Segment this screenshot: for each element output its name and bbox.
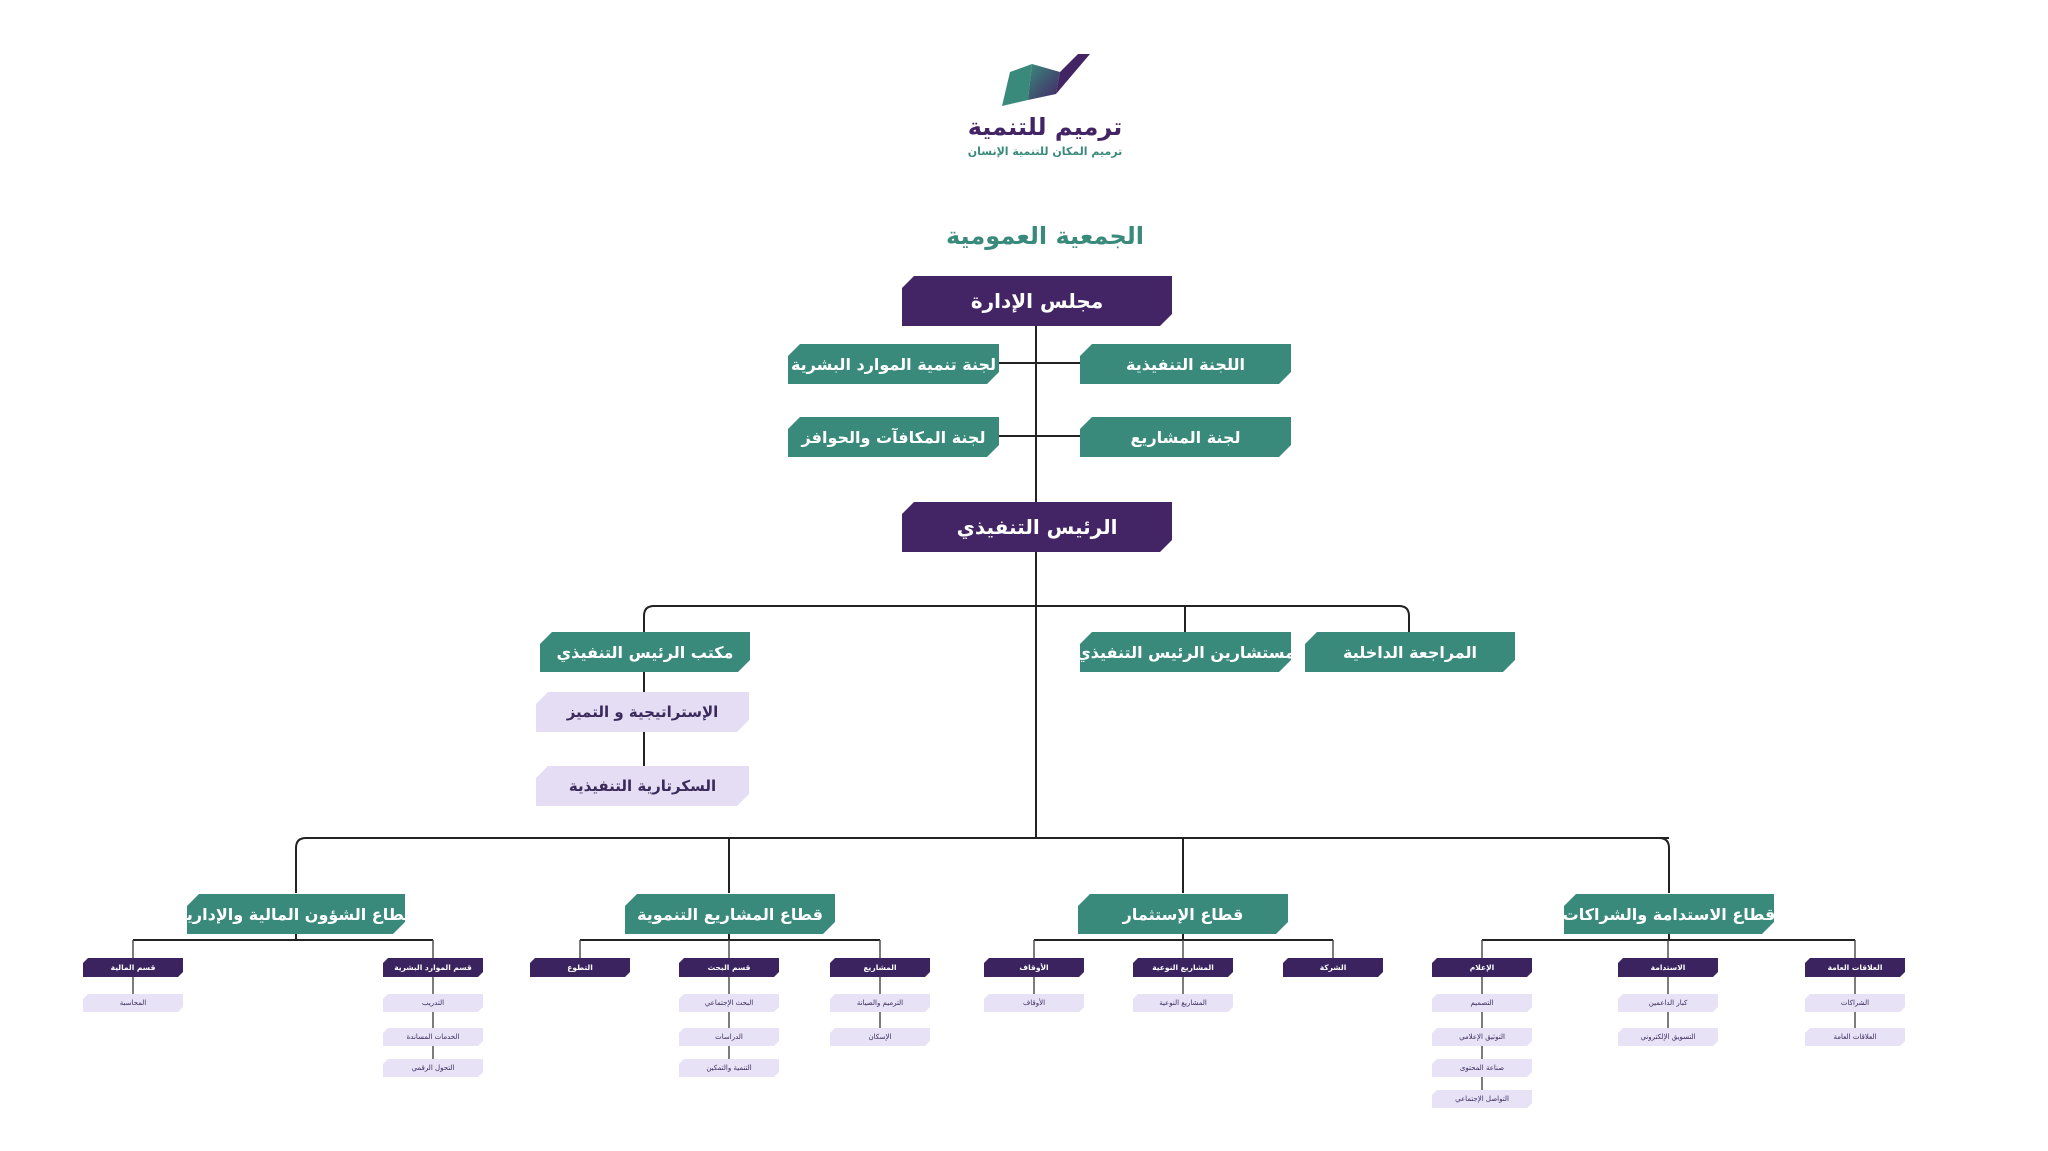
sub-housing: الإسكان: [830, 1028, 930, 1046]
hr-development-committee: لجنة تنمية الموارد البشرية: [788, 344, 999, 384]
board-of-directors: مجلس الإدارة: [902, 276, 1172, 326]
executive-secretariat: السكرتارية التنفيذية: [536, 766, 749, 806]
sub-e-marketing: التسويق الإلكتروني: [1618, 1028, 1718, 1046]
dept-finance: قسم المالية: [83, 958, 183, 977]
sub-social-research: البحث الإجتماعي: [679, 994, 779, 1012]
sub-quality-projects: المشاريع النوعية: [1133, 994, 1233, 1012]
brand-name: ترميم للتنمية: [967, 113, 1123, 141]
dept-media: الإعلام: [1432, 958, 1532, 977]
sector-sustainability: قطاع الاستدامة والشراكات: [1564, 894, 1774, 934]
rewards-committee: لجنة المكافآت والحوافز: [788, 417, 999, 457]
sub-training: التدريب: [383, 994, 483, 1012]
sub-restoration-maintenance: الترميم والصيانة: [830, 994, 930, 1012]
sub-endowments: الأوقاف: [984, 994, 1084, 1012]
sub-content-creation: صناعة المحتوى: [1432, 1059, 1532, 1077]
sub-studies: الدراسات: [679, 1028, 779, 1046]
projects-committee: لجنة المشاريع: [1080, 417, 1291, 457]
general-assembly-title: الجمعية العمومية: [945, 222, 1144, 250]
sub-major-donors: كبار الداعمين: [1618, 994, 1718, 1012]
sub-support-services: الخدمات المساندة: [383, 1028, 483, 1046]
sector-finance-admin: قطاع الشؤون المالية والإدارية: [187, 894, 405, 934]
logo-mark-icon: [1002, 54, 1090, 106]
dept-research: قسم البحث: [679, 958, 779, 977]
sub-public-relations: العلاقات العامة: [1805, 1028, 1905, 1046]
dept-sustainability: الاستدامة: [1618, 958, 1718, 977]
sub-digital-transformation: التحول الرقمي: [383, 1059, 483, 1077]
sector-investment: قطاع الإستثمار: [1078, 894, 1288, 934]
strategy-excellence: الإستراتيجية و التميز: [536, 692, 749, 732]
sub-design: التصميم: [1432, 994, 1532, 1012]
dept-endowments: الأوقاف: [984, 958, 1084, 977]
internal-audit: المراجعة الداخلية: [1305, 632, 1515, 672]
dept-volunteering: التطوع: [530, 958, 630, 977]
sub-development-empowerment: التنمية والتمكين: [679, 1059, 779, 1077]
dept-projects: المشاريع: [830, 958, 930, 977]
brand-logo: ترميم للتنمية ترميم المكان للتنمية الإنس…: [960, 50, 1130, 165]
dept-public-relations: العلاقات العامة: [1805, 958, 1905, 977]
dept-quality-projects: المشاريع النوعية: [1133, 958, 1233, 977]
dept-hr: قسم الموارد البشرية: [383, 958, 483, 977]
ceo-office: مكتب الرئيس التنفيذي: [540, 632, 750, 672]
sub-social-media: التواصل الإجتماعي: [1432, 1090, 1532, 1108]
brand-tagline: ترميم المكان للتنمية الإنسان: [967, 145, 1123, 158]
ceo-box: الرئيس التنفيذي: [902, 502, 1172, 552]
sector-development-projects: قطاع المشاريع التنموية: [625, 894, 835, 934]
sub-partnerships: الشراكات: [1805, 994, 1905, 1012]
dept-company: الشركة: [1283, 958, 1383, 977]
ceo-advisors: مستشارين الرئيس التنفيذي: [1080, 632, 1291, 672]
executive-committee: اللجنة التنفيذية: [1080, 344, 1291, 384]
sub-accounting: المحاسبة: [83, 994, 183, 1012]
sub-media-documentation: التوثيق الإعلامي: [1432, 1028, 1532, 1046]
